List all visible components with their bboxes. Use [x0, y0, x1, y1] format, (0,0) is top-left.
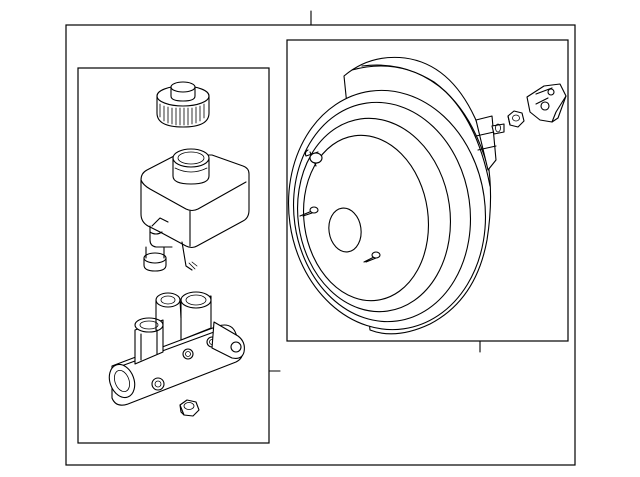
booster-group-box	[286, 39, 569, 342]
clevis-bracket-icon	[526, 83, 567, 123]
brake-booster-icon	[287, 56, 505, 335]
fluid-reservoir-icon	[140, 148, 250, 272]
reservoir-cap-icon	[156, 81, 210, 128]
nut-icon	[179, 399, 200, 417]
master-cylinder-group-box	[77, 67, 270, 444]
booster-nut-icon	[507, 110, 525, 128]
master-cylinder-icon	[108, 291, 245, 406]
outer-frame	[65, 24, 576, 466]
